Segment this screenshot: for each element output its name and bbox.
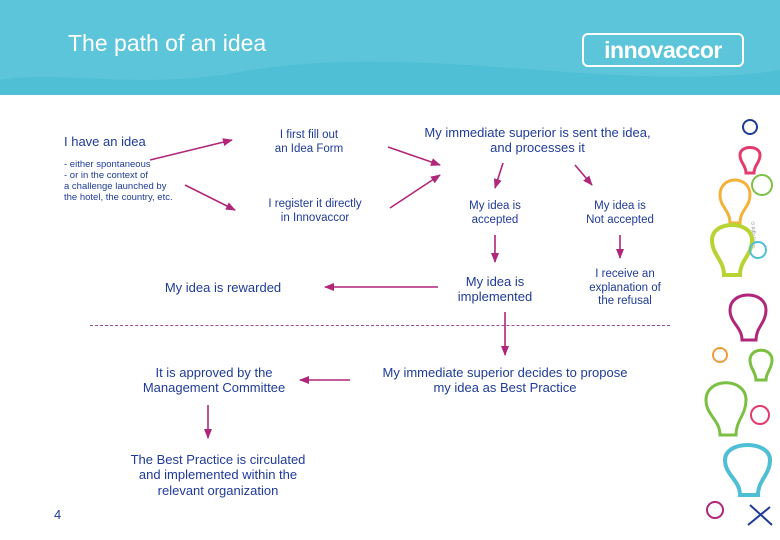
node-have-idea-detail: - either spontaneous - or in the context… xyxy=(64,159,173,203)
section-divider xyxy=(90,325,670,326)
arrow-superior-to-accepted xyxy=(493,162,504,189)
node-rewarded: My idea is rewarded xyxy=(164,280,282,295)
header-wave-decoration xyxy=(0,0,780,80)
arrow-form-to-superior xyxy=(387,146,441,166)
arrow-register-to-superior xyxy=(389,174,441,209)
header-band: The path of an idea innovaccor xyxy=(0,0,780,95)
arrow-superior-to-notaccepted xyxy=(574,164,593,186)
node-fill-form: I first fill out an Idea Form xyxy=(274,129,344,155)
node-propose-best-practice: My immediate superior decides to propose… xyxy=(382,365,628,396)
node-circulated: The Best Practice is circulated and impl… xyxy=(130,452,306,498)
node-superior-processes: My immediate superior is sent the idea, … xyxy=(424,125,651,156)
node-have-idea: I have an idea xyxy=(64,134,146,149)
arrow-idea-to-register xyxy=(184,184,236,211)
page-number: 4 xyxy=(54,507,62,522)
node-refusal: I receive an explanation of the refusal xyxy=(589,268,661,308)
node-not-accepted: My idea is Not accepted xyxy=(586,200,654,226)
lightbulb-icon xyxy=(704,119,774,526)
node-register-direct: I register it directly in Innovaccor xyxy=(268,198,362,224)
innovaccor-logo: innovaccor xyxy=(582,33,744,67)
node-accepted: My idea is accepted xyxy=(469,200,521,226)
page-title: The path of an idea xyxy=(68,30,267,56)
node-implemented: My idea is implemented xyxy=(457,274,533,305)
node-approved: It is approved by the Management Committ… xyxy=(142,365,286,396)
arrow-idea-to-form xyxy=(149,138,233,161)
